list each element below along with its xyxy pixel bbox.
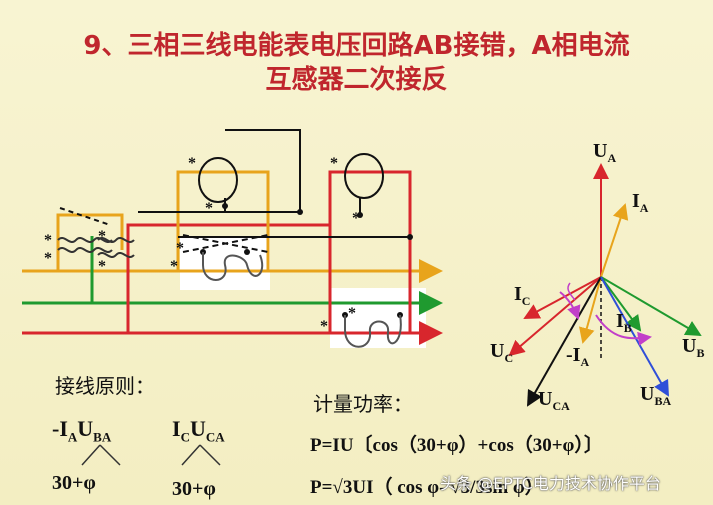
phasor-label-ua: UA: [593, 140, 617, 165]
phasor-ub: [600, 276, 702, 337]
star-marker: *: [188, 155, 196, 172]
star-marker: *: [98, 258, 106, 275]
star-marker: *: [44, 250, 52, 267]
phasor-ic: [523, 276, 602, 319]
star-marker: *: [320, 318, 328, 335]
phasor-uca: [527, 276, 602, 407]
principle-heading: 接线原则：: [55, 374, 155, 398]
meter1-voltage-coil: [198, 157, 238, 203]
star-marker: *: [98, 228, 106, 245]
power-formula-1: P=IU〔cos（30+φ）+cos（30+φ）〕: [310, 435, 603, 456]
phasor-uc: [508, 276, 602, 357]
principle-left-angle: 30+φ: [52, 472, 96, 494]
phasor-label-ia: IA: [632, 190, 649, 215]
meter2-voltage-coil: [344, 153, 384, 199]
slide-title-line2: 互感器二次接反: [265, 65, 448, 95]
power-heading: 计量功率：: [313, 392, 413, 416]
phasor-ia: [600, 203, 629, 278]
phasor-label-uba: UBA: [640, 383, 672, 408]
star-marker: *: [170, 258, 178, 275]
principle-left-pair: -IAUBA: [52, 416, 112, 445]
principle-right-angle: 30+φ: [172, 478, 216, 500]
phasor-neg-ia: [579, 276, 602, 344]
star-marker: *: [176, 240, 184, 257]
phasor-label-ub: UB: [682, 335, 705, 360]
star-marker: *: [205, 200, 213, 217]
watermark: 头条 @EPTC电力技术协作平台: [440, 474, 661, 493]
principle-right-pair: ICUCA: [172, 416, 225, 445]
star-marker: *: [352, 210, 360, 227]
phasor-label-ic: IC: [514, 283, 531, 308]
star-marker: *: [44, 232, 52, 249]
star-marker: *: [348, 305, 356, 322]
phasor-uba: [600, 276, 669, 397]
phasor-ib: [600, 276, 642, 332]
power-formula-2: P=√3UI（ cos φ- √3/3sin φ）: [310, 477, 544, 498]
phasor-label-uca: UCA: [538, 388, 570, 413]
phasor-label-uc: UC: [490, 340, 514, 365]
phasor-label-neg-ia: -IA: [566, 344, 590, 369]
star-marker: *: [330, 155, 338, 172]
slide-title-line1: 9、三相三线电能表电压回路AB接错，A相电流: [83, 31, 630, 61]
phasor-label-ib: IB: [616, 310, 632, 335]
